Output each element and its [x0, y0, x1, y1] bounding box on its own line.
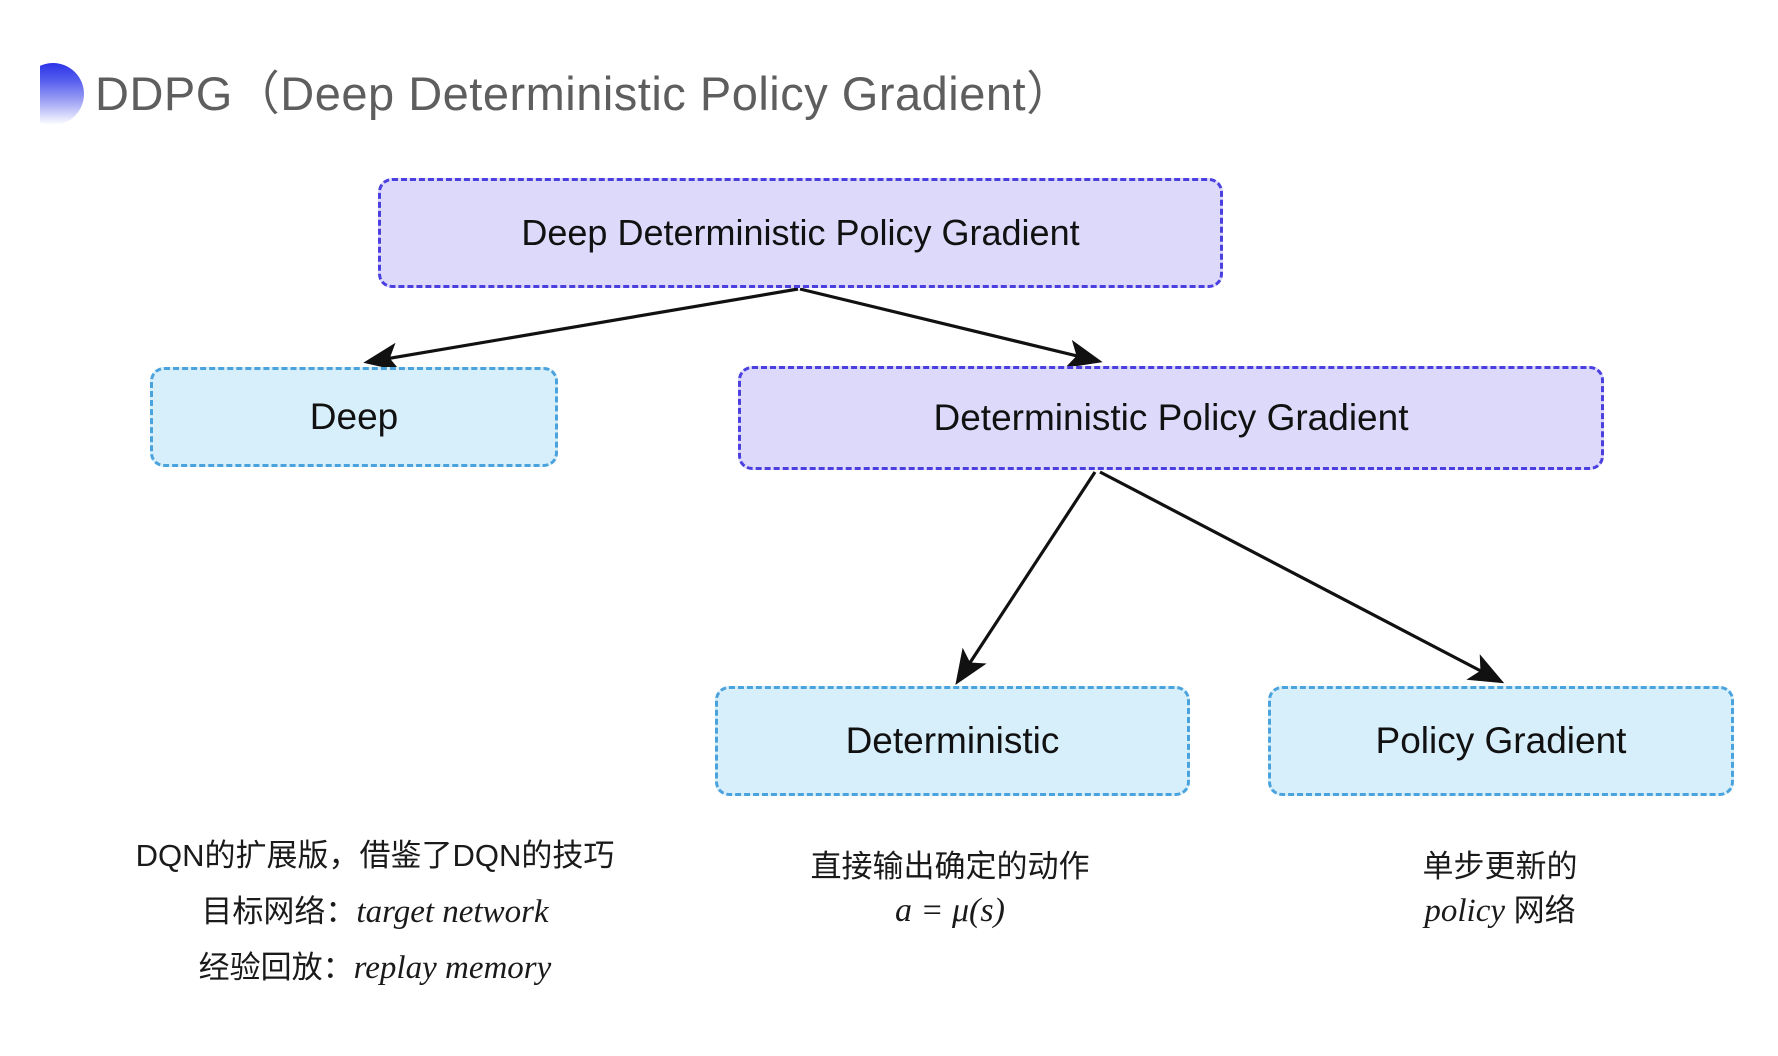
annotation-deep: DQN的扩展版，借鉴了DQN的技巧 目标网络：target network 经验…: [95, 828, 655, 996]
annotation-deep-line3: 经验回放：replay memory: [95, 940, 655, 996]
annotation-policy-gradient-line1: 单步更新的: [1422, 849, 1578, 884]
node-deep-label: Deep: [309, 396, 399, 437]
edge-dpg-to-policy-gradient: [1099, 470, 1505, 684]
annotation-deterministic-line1: 直接输出确定的动作: [810, 849, 1090, 884]
node-policy-gradient-label: Policy Gradient: [1375, 720, 1627, 761]
annotation-policy-gradient-suffix: 网络: [1505, 893, 1576, 928]
page-title: DDPG（Deep Deterministic Policy Gradient）: [95, 67, 1074, 120]
node-dpg-label: Deterministic Policy Gradient: [933, 397, 1409, 438]
node-ddpg[interactable]: Deep Deterministic Policy Gradient: [378, 178, 1223, 288]
title-bullet-mask: [0, 55, 40, 135]
node-deterministic-label: Deterministic: [845, 720, 1060, 761]
annotation-policy-gradient: 单步更新的 policy 网络: [1255, 845, 1745, 933]
node-deep[interactable]: Deep: [150, 367, 558, 467]
annotation-deterministic-formula: a = μ(s): [895, 892, 1005, 929]
annotation-deep-line2-label: 目标网络：: [201, 894, 357, 929]
annotation-deterministic: 直接输出确定的动作 a = μ(s): [690, 845, 1210, 933]
annotation-deep-line3-value: replay memory: [353, 950, 552, 986]
node-deterministic-policy-gradient[interactable]: Deterministic Policy Gradient: [738, 366, 1604, 470]
annotation-deep-line2-value: target network: [356, 894, 549, 930]
annotation-policy-gradient-line2: policy 网络: [1255, 889, 1745, 933]
node-deterministic[interactable]: Deterministic: [715, 686, 1190, 796]
edge-dpg-to-deterministic: [955, 471, 1097, 686]
edge-ddpg-to-dpg: [799, 287, 1103, 368]
annotation-deep-line3-label: 经验回放：: [198, 950, 354, 985]
annotation-deep-line2: 目标网络：target network: [95, 884, 655, 940]
annotation-policy-gradient-value: policy: [1424, 893, 1505, 929]
node-ddpg-label: Deep Deterministic Policy Gradient: [521, 212, 1080, 253]
annotation-deep-line1: DQN的扩展版，借鉴了DQN的技巧: [135, 838, 615, 873]
node-policy-gradient[interactable]: Policy Gradient: [1268, 686, 1734, 796]
edge-ddpg-to-deep: [363, 287, 799, 372]
